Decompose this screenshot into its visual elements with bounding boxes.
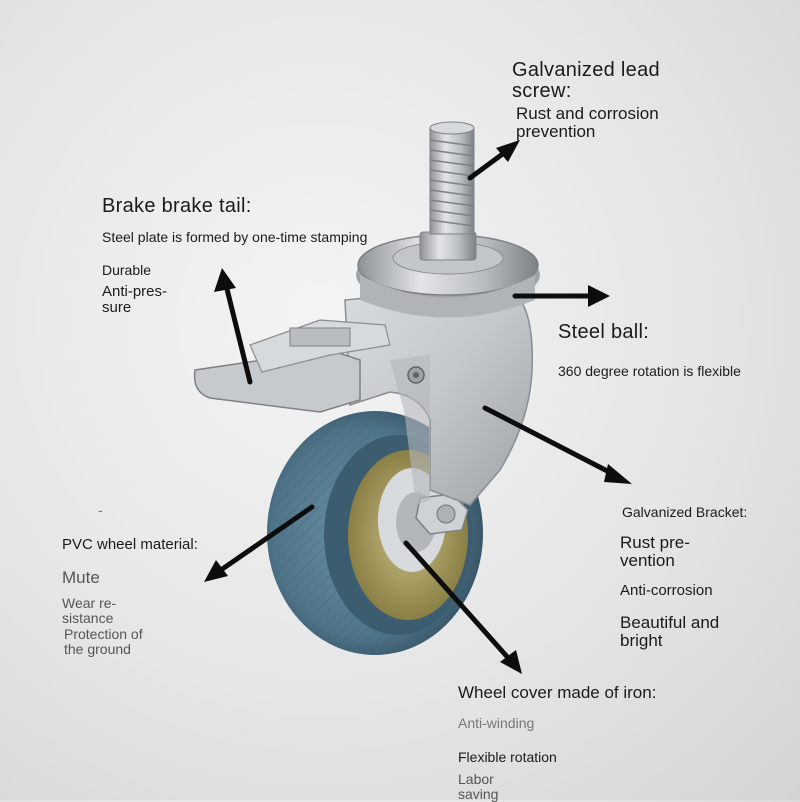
arrow-wheel-cover xyxy=(403,540,522,674)
pvc-wheel-title: PVC wheel material: xyxy=(62,536,198,553)
brake-steel-text: Steel plate is formed by one-time stampi… xyxy=(102,229,368,245)
stray-dash: - xyxy=(98,502,103,518)
lead-screw-title: Galvanized lead screw: xyxy=(512,59,660,102)
arrow-bracket xyxy=(482,405,632,484)
wheel-cover-title: Wheel cover made of iron: xyxy=(458,683,657,702)
steel-ball-desc: 360 degree rotation is flexible xyxy=(558,363,741,379)
pvc-wear-text: Wear re- sistance xyxy=(62,595,117,626)
callout-arrows xyxy=(204,140,632,674)
bracket-beautiful-text: Beautiful and bright xyxy=(620,613,720,650)
arrow-steel-ball xyxy=(512,285,610,307)
bracket-anti-corrosion-text: Anti-corrosion xyxy=(620,582,713,599)
arrow-brake xyxy=(214,268,253,385)
pvc-mute-text: Mute xyxy=(62,568,100,587)
bracket-title: Galvanized Bracket: xyxy=(622,504,748,520)
arrow-pvc-wheel xyxy=(204,504,315,582)
brake-tail xyxy=(193,319,391,413)
arrow-lead-screw xyxy=(467,140,520,181)
pvc-protect-text: Protection of the ground xyxy=(64,626,143,657)
brake-durable-text: Durable xyxy=(102,262,152,278)
axle-bolt xyxy=(415,493,469,535)
lead-screw-rust-text: Rust and corrosion prevention xyxy=(516,104,659,141)
wheel-cover-anti-winding: Anti-winding xyxy=(458,715,535,731)
wheel-cover-flexible: Flexible rotation xyxy=(458,749,557,765)
lead-screw xyxy=(419,121,477,261)
brake-anti-pressure-text: Anti-pres- sure xyxy=(102,283,168,316)
steel-ball-title: Steel ball: xyxy=(558,321,650,343)
bracket-rust-text: Rust pre- vention xyxy=(620,533,690,570)
wheel-cover-labor-saving: Labor saving xyxy=(458,771,499,802)
brake-tail-title: Brake brake tail: xyxy=(102,195,252,217)
galvanized-bracket xyxy=(344,284,534,506)
